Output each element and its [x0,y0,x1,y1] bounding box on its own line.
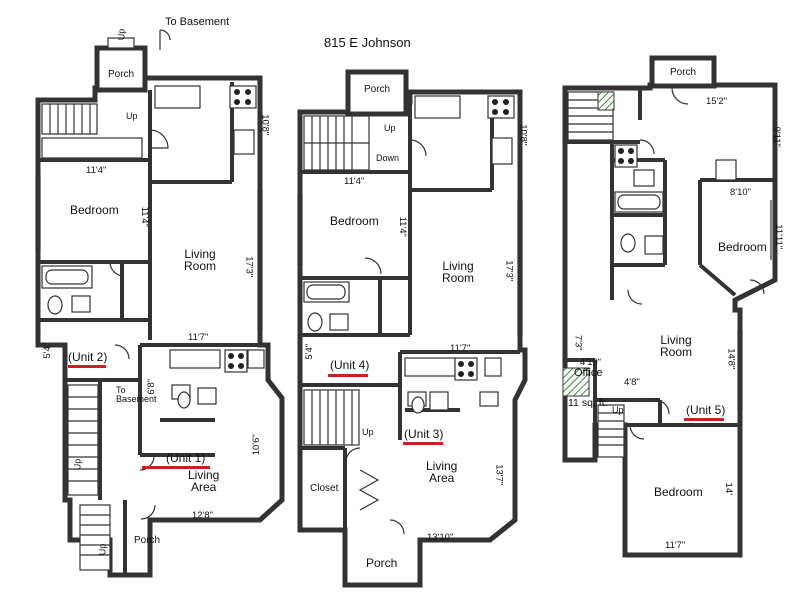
room-label-living-room: Living Room [442,259,475,285]
room-label-bedroom: Bedroom [330,214,379,228]
room-label-living-room: Living Room [660,333,693,359]
dim-label: 17'3" [503,260,515,282]
dim-label: 11'7" [665,540,686,551]
room-label-bedroom: Bedroom [70,203,119,217]
middle-building [297,69,528,588]
dim-label: 13'7" [493,464,505,486]
dim-label: 11'4" [344,176,365,187]
room-label-bedroom: Bedroom [718,240,767,254]
dim-label: 15'2" [706,96,728,107]
unit-label-2: (Unit 2) [68,350,108,364]
stairs-up-label: Up [362,427,374,437]
to-basement-label-top: To Basement [165,16,230,28]
dim-label: 10'8" [517,124,529,146]
unit-label-3: (Unit 3) [404,427,444,441]
dim-label: 11'7" [188,332,209,343]
dim-label: 12'8" [192,510,214,521]
porch-label: Porch [364,84,391,95]
dim-label: 14' [722,482,734,495]
room-label-closet: Closet [310,483,339,494]
left-building [35,37,285,578]
page-title: 815 E Johnson [324,35,411,50]
unit-underline [68,365,106,368]
right-top-porch [649,55,717,89]
dim-label: 11'7" [450,343,471,354]
middle-top-porch [345,69,409,117]
left-stairs-upper [41,103,98,135]
unit-underline [684,418,724,421]
dim-label: 17'3" [243,256,255,278]
stairs-up-label: Up [384,123,396,133]
dim-label: 11'4" [138,206,150,227]
left-stairs-lower [67,384,99,496]
unit-underline [142,466,210,469]
porch-label: Porch [366,556,398,570]
dim-label: 7'3" [572,334,584,351]
dim-label: 9'11" [770,126,782,147]
dim-label: 4'10" [580,357,602,368]
stairs-up-label: Up [116,28,127,41]
dim-label: 13'10" [427,532,454,543]
porch-label: Porch [134,535,161,546]
room-label-living-area: Living Area [426,459,458,485]
to-basement-label-mid: To Basement [116,385,157,404]
right-building [562,55,778,558]
dim-label: 5'4" [304,343,316,360]
office-hatch [562,367,590,397]
porch-label: Porch [108,69,135,80]
dim-label: 4'8" [624,377,640,388]
stairs-down-label: Down [376,153,400,163]
stairs-up-label: Up [612,405,624,415]
room-label-living-room: Living Room [184,247,217,273]
unit-label-1: (Unit 1) [166,451,206,465]
room-label-bedroom: Bedroom [654,485,703,499]
dim-label: 11'4" [396,216,408,237]
to-basement-arrow [159,29,171,41]
stairs-up-label: Up [97,543,108,556]
dim-label: 5'4" [42,342,54,359]
dim-label: 8'10" [730,187,752,198]
room-label-office: Office [574,367,603,379]
dim-label: 11'4" [86,165,107,176]
porch-label: Porch [670,67,697,78]
unit-label-5: (Unit 5) [686,403,726,417]
office-area-label: 11 sq. ft. [568,397,608,409]
unit-label-4: (Unit 4) [330,358,370,372]
dim-label: 10'8" [259,114,271,136]
unit-underline [403,442,443,445]
dim-label: 11'11" [773,224,785,250]
unit-underline [328,374,368,377]
dim-label: 14'8" [725,348,737,370]
dim-label: 10'6" [250,434,262,456]
room-label-living-area: Living Area [188,468,220,494]
stairs-up-label: Up [126,111,138,121]
stairs-up-label: Up [72,458,83,471]
